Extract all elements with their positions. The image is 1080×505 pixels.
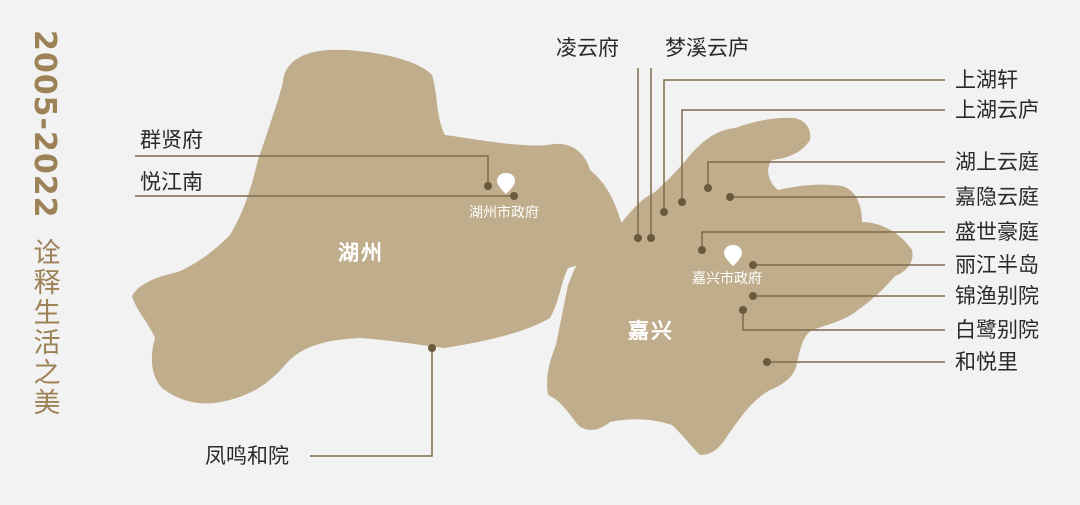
dot-qunxian — [484, 182, 492, 190]
region-label-huzhou: 湖州 — [338, 241, 384, 265]
dot-heyueli — [763, 358, 771, 366]
label-mengxi[interactable]: 梦溪云庐 — [665, 36, 749, 60]
dot-bailu — [739, 306, 747, 314]
label-hushang[interactable]: 湖上云庭 — [955, 150, 1039, 174]
gov-pins — [497, 173, 742, 266]
line-shanghuyunlu — [681, 109, 945, 202]
line-shanghuxuan — [663, 79, 945, 212]
dot-jinyu — [749, 292, 757, 300]
label-lingyun[interactable]: 凌云府 — [556, 36, 619, 60]
region-label-jiaxing: 嘉兴 — [628, 319, 674, 343]
label-shengshi[interactable]: 盛世豪庭 — [955, 220, 1039, 244]
label-lijiang[interactable]: 丽江半岛 — [955, 253, 1039, 277]
dot-shanghuyunlu — [678, 198, 686, 206]
dot-lingyun — [634, 234, 642, 242]
dot-lijiang — [749, 261, 757, 269]
dot-yuejiangnan — [510, 192, 518, 200]
vertical-title: 2005-2022 诠释生活之美 — [18, 30, 70, 490]
slogan-label: 诠释生活之美 — [28, 238, 60, 419]
huzhou-region-shape[interactable] — [132, 49, 623, 404]
label-qunxian[interactable]: 群贤府 — [140, 128, 203, 152]
label-jiayin[interactable]: 嘉隐云庭 — [955, 185, 1039, 209]
jiaxing-gov-pin-icon — [724, 245, 742, 266]
label-shanghuxuan[interactable]: 上湖轩 — [955, 68, 1018, 92]
dot-shengshi — [698, 246, 706, 254]
project-dots — [428, 182, 771, 366]
years-label: 2005-2022 — [27, 30, 62, 219]
huzhou-gov-pin-icon — [497, 173, 515, 194]
label-jinyu[interactable]: 锦渔别院 — [955, 284, 1039, 308]
line-bailu — [742, 310, 945, 331]
dot-jiayin — [726, 193, 734, 201]
label-bailu[interactable]: 白鹭别院 — [955, 318, 1039, 342]
dot-mengxi — [647, 234, 655, 242]
line-hushang — [707, 161, 945, 188]
leader-lines — [135, 68, 945, 457]
label-fengming[interactable]: 凤鸣和院 — [205, 444, 289, 468]
label-shanghuyunlu[interactable]: 上湖云庐 — [955, 98, 1039, 122]
line-qunxian — [135, 155, 489, 186]
label-heyueli[interactable]: 和悦里 — [955, 350, 1018, 374]
dot-shanghuxuan — [660, 208, 668, 216]
huzhou-gov-label: 湖州市政府 — [469, 205, 539, 221]
label-yuejiangnan[interactable]: 悦江南 — [140, 170, 203, 194]
dot-fengming — [428, 344, 436, 352]
jiaxing-gov-label: 嘉兴市政府 — [692, 271, 762, 287]
line-fengming — [310, 348, 433, 457]
dot-hushang — [704, 184, 712, 192]
jiaxing-region-shape[interactable] — [547, 117, 913, 455]
line-shengshi — [701, 231, 945, 250]
